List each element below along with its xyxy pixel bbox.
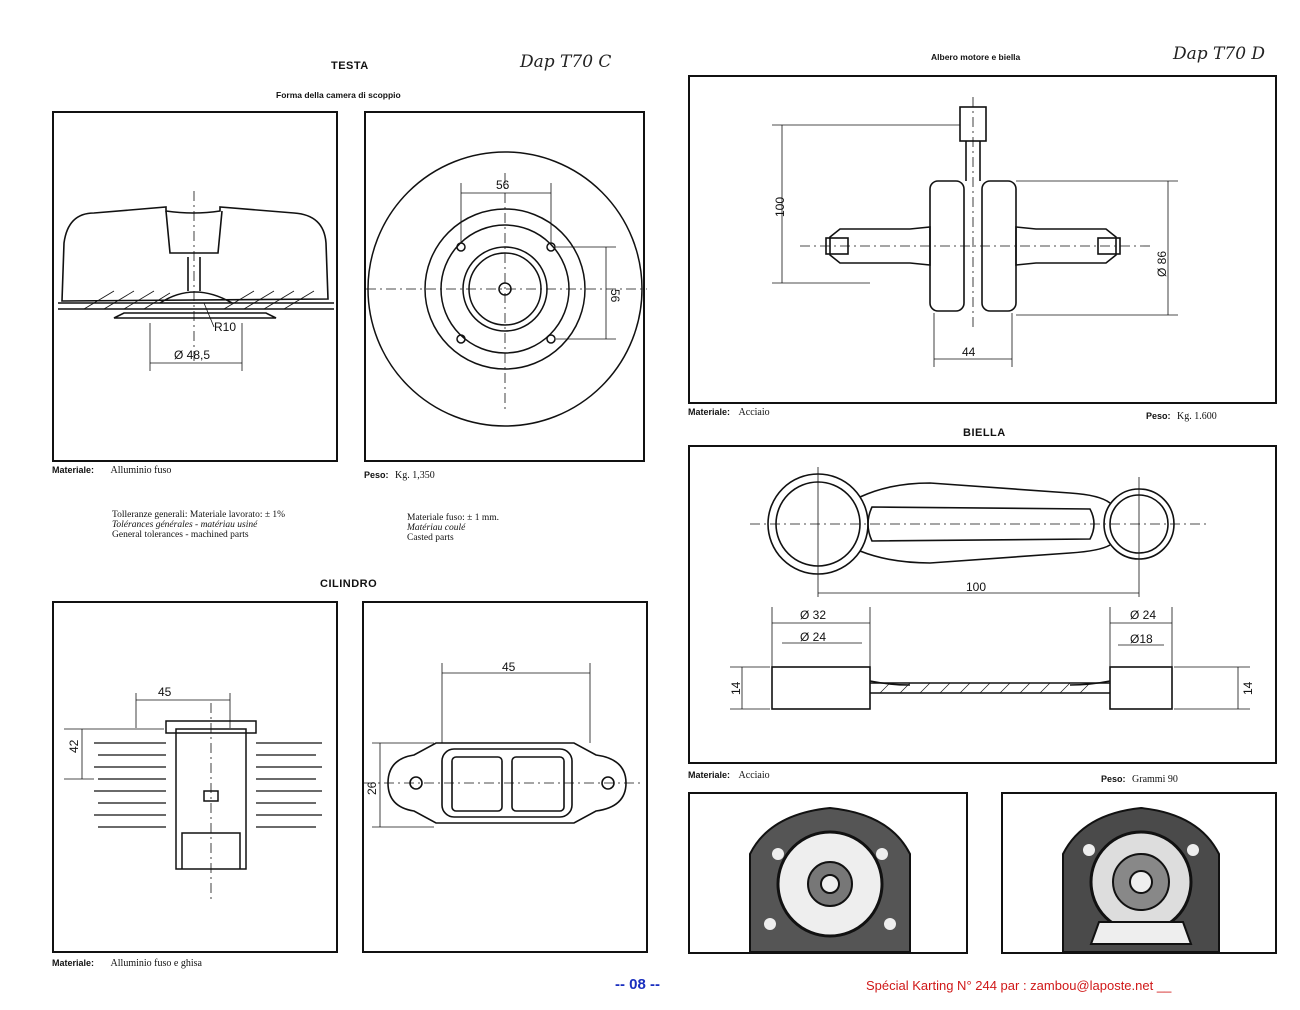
handwritten-note-right: Dap T70 D bbox=[1173, 44, 1266, 64]
testa-title: TESTA bbox=[331, 60, 369, 72]
biella-weight-label: Peso: bbox=[1101, 774, 1126, 784]
biella-drawing: 100 Ø 32 Ø 24 Ø 24 Ø18 14 14 bbox=[688, 445, 1277, 764]
testa-material-label: Materiale: bbox=[52, 465, 95, 475]
testa-top-dim: 56 bbox=[496, 178, 510, 192]
testa-radius-label: R10 bbox=[214, 320, 236, 334]
cilindro-material-value: Alluminio fuso e ghisa bbox=[110, 958, 202, 969]
cilindro-flange-drawing: 45 26 bbox=[362, 601, 648, 953]
testa-subtitle: Forma della camera di scoppio bbox=[276, 90, 401, 100]
cilindro-title: CILINDRO bbox=[320, 578, 378, 590]
biella-small-inner-dim: Ø18 bbox=[1130, 632, 1153, 646]
tol-machined-it: Tolleranze generali: Materiale lavorato:… bbox=[112, 510, 286, 520]
tolerances-machined: Tolleranze generali: Materiale lavorato:… bbox=[112, 510, 285, 540]
albero-weight: Peso: Kg. 1.600 bbox=[1146, 411, 1217, 422]
biella-material: Materiale: Acciaio bbox=[688, 770, 770, 781]
flange-side-dim: 26 bbox=[365, 781, 379, 795]
albero-drawing: 100 Ø 86 44 bbox=[688, 75, 1277, 404]
biella-big-outer-dim: Ø 32 bbox=[800, 608, 826, 622]
cilindro-material: Materiale: Alluminio fuso e ghisa bbox=[52, 958, 202, 969]
testa-plan-drawing: 56 56 bbox=[364, 111, 647, 462]
biella-small-outer-dim: Ø 24 bbox=[1130, 608, 1156, 622]
testa-material-value: Alluminio fuso bbox=[110, 465, 172, 476]
testa-bore-label: Ø 48,5 bbox=[174, 348, 210, 362]
tolerances-cast: Materiale fuso: ± 1 mm. Matériau coulé C… bbox=[407, 513, 499, 543]
biella-length-dim: 100 bbox=[966, 580, 986, 594]
page-number: -- 08 -- bbox=[615, 976, 660, 993]
tol-cast-en: Casted parts bbox=[407, 533, 454, 543]
tol-machined-en: General tolerances - machined parts bbox=[112, 530, 249, 540]
cilindro-section-drawing: 45 42 bbox=[52, 601, 338, 953]
crankcase-photo-right bbox=[1001, 792, 1277, 954]
albero-height-dim: 100 bbox=[773, 197, 787, 217]
albero-material-label: Materiale: bbox=[688, 407, 731, 417]
biella-width-right-dim: 14 bbox=[1241, 681, 1255, 695]
biella-material-label: Materiale: bbox=[688, 770, 731, 780]
biella-width-left-dim: 14 bbox=[729, 681, 743, 695]
cilindro-material-label: Materiale: bbox=[52, 958, 95, 968]
albero-title: Albero motore e biella bbox=[931, 52, 1021, 62]
tol-machined-fr: Tolérances générales - matériau usiné bbox=[112, 520, 258, 530]
crankcase-photo-left bbox=[688, 792, 968, 954]
albero-weight-label: Peso: bbox=[1146, 411, 1171, 421]
cilindro-side-dim: 42 bbox=[67, 739, 81, 753]
biella-big-inner-dim: Ø 24 bbox=[800, 630, 826, 644]
cilindro-top-dim: 45 bbox=[158, 685, 172, 699]
biella-weight-value: Grammi 90 bbox=[1132, 774, 1178, 785]
flange-top-dim: 45 bbox=[502, 660, 516, 674]
testa-material: Materiale: Alluminio fuso bbox=[52, 465, 171, 476]
albero-material: Materiale: Acciaio bbox=[688, 407, 770, 418]
albero-width-dim: 44 bbox=[962, 345, 976, 359]
albero-weight-value: Kg. 1.600 bbox=[1177, 411, 1217, 422]
handwritten-note-left: Dap T70 C bbox=[520, 52, 612, 72]
testa-weight-value: Kg. 1,350 bbox=[395, 470, 435, 481]
testa-weight-label: Peso: bbox=[364, 470, 389, 480]
testa-weight: Peso: Kg. 1,350 bbox=[364, 470, 435, 481]
tol-cast-fr: Matériau coulé bbox=[407, 523, 466, 533]
tol-cast-it: Materiale fuso: ± 1 mm. bbox=[407, 513, 500, 523]
biella-material-value: Acciaio bbox=[738, 770, 770, 781]
albero-diameter-dim: Ø 86 bbox=[1155, 251, 1169, 277]
footer-credit: Spécial Karting N° 244 par : zambou@lapo… bbox=[866, 978, 1172, 993]
biella-weight: Peso: Grammi 90 bbox=[1101, 774, 1178, 785]
biella-title: BIELLA bbox=[963, 427, 1006, 439]
albero-material-value: Acciaio bbox=[738, 407, 770, 418]
testa-section-drawing: R10 Ø 48,5 bbox=[52, 111, 338, 462]
testa-side-dim: 56 bbox=[608, 289, 622, 303]
